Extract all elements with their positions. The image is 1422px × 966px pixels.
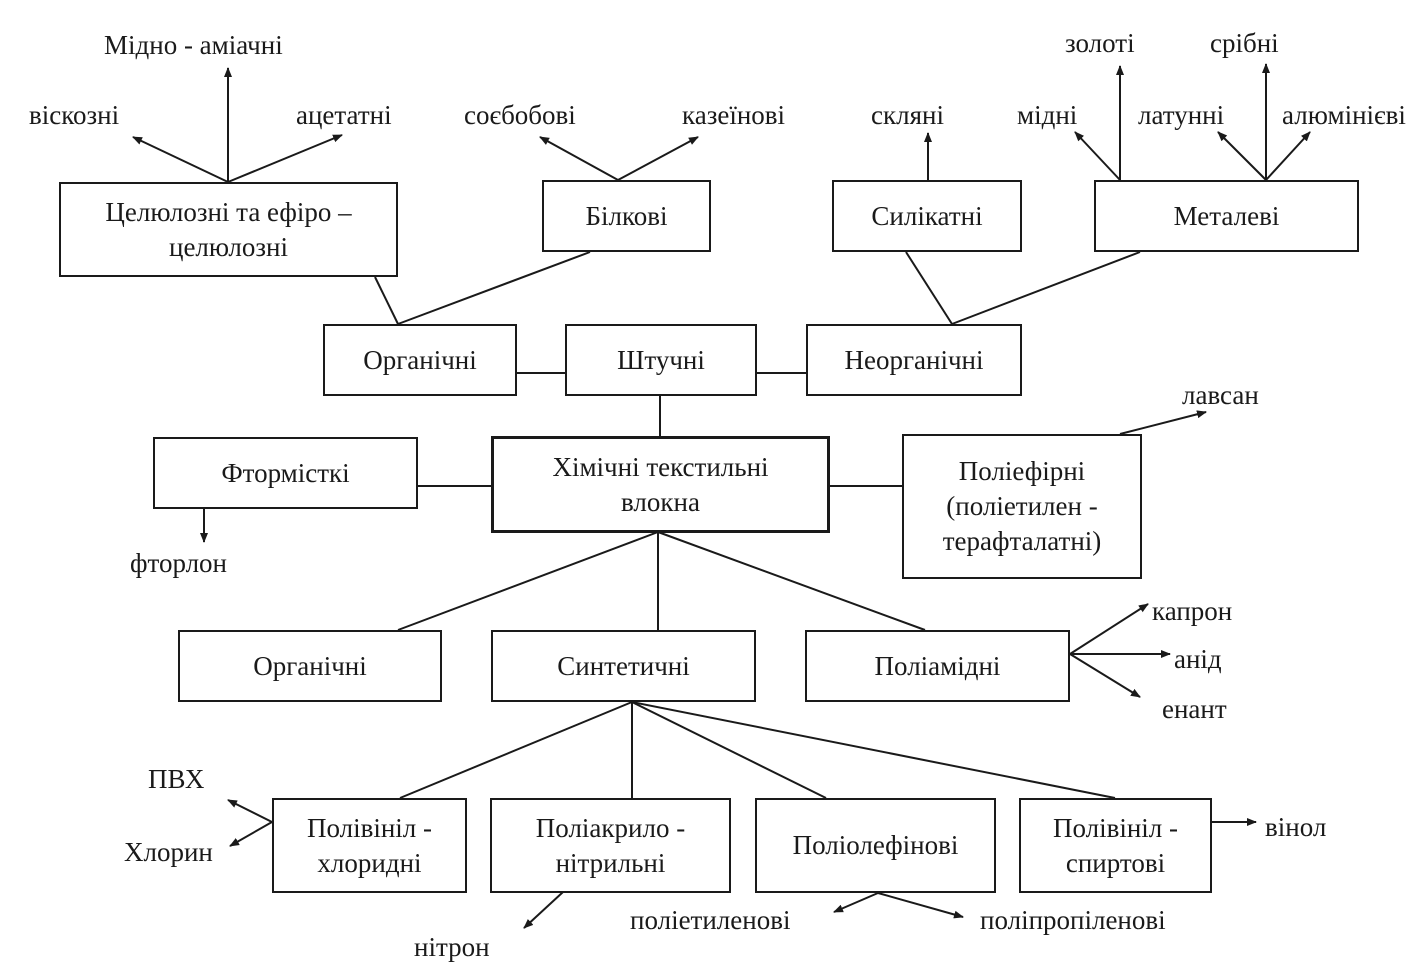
arrow xyxy=(833,892,879,913)
node-label: Полівініл - хлоридні xyxy=(306,812,433,878)
node-label: Целюлозні та ефіро – целюлозні xyxy=(105,196,352,262)
label-chlorin: Хлорин xyxy=(124,837,213,867)
arrow xyxy=(523,891,564,929)
label-enant: енант xyxy=(1162,694,1227,724)
label-vinol: вінол xyxy=(1265,812,1327,842)
label-polyethylene: поліетиленові xyxy=(630,905,791,935)
node-label: Металеві xyxy=(1173,200,1280,231)
label-polypropylene: поліпропіленові xyxy=(980,905,1166,935)
node-artificial: Штучні xyxy=(565,324,757,396)
label-viscose: віскозні xyxy=(29,100,120,130)
node-label: Органічні xyxy=(363,344,477,375)
node-synthetic: Синтетичні xyxy=(491,630,756,702)
label-pvh: ПВХ xyxy=(148,764,205,794)
label-gold: золоті xyxy=(1065,28,1135,58)
label-casein: казеїнові xyxy=(682,100,786,130)
label-aluminum: алюмінієві xyxy=(1282,100,1406,130)
connector-line xyxy=(399,701,633,799)
connector-line xyxy=(397,251,591,325)
node-pvc: Полівініл - хлоридні xyxy=(272,798,467,893)
node-label: Поліолефінові xyxy=(792,830,959,860)
connector-line xyxy=(631,701,1116,799)
node-polyolefin: Поліолефінові xyxy=(755,798,996,893)
node-label: Синтетичні xyxy=(557,650,690,681)
label-ftorlon: фторлон xyxy=(130,548,228,578)
node-chemical: Хімічні текстильні влокна xyxy=(491,436,830,533)
connector-line xyxy=(397,531,659,631)
node-label: Поліакрило - нітрильні xyxy=(535,812,686,878)
arrow xyxy=(1074,131,1121,181)
node-label: Полівініл - спиртові xyxy=(1052,812,1179,878)
label-silver: срібні xyxy=(1210,28,1279,58)
node-fluorine: Фтормісткі xyxy=(153,437,418,509)
connector-line xyxy=(631,701,827,799)
label-anid: анід xyxy=(1174,644,1222,674)
node-polyamide: Поліамідні xyxy=(805,630,1070,702)
node-label: Органічні xyxy=(253,650,367,681)
connector-line xyxy=(657,531,926,631)
connector-line xyxy=(951,251,1141,325)
node-label: Силікатні xyxy=(871,200,983,231)
arrow xyxy=(1069,653,1141,698)
arrow xyxy=(227,134,343,183)
node-silicate: Силікатні xyxy=(832,180,1022,252)
arrow xyxy=(227,799,273,823)
label-acetate: ацетатні xyxy=(296,100,392,130)
node-inorganic: Неорганічні xyxy=(806,324,1022,396)
node-label: Неорганічні xyxy=(844,344,984,375)
node-cellulose: Целюлозні та ефіро – целюлозні xyxy=(59,182,398,277)
node-organic-mid: Органічні xyxy=(178,630,442,702)
node-polyacryl: Поліакрило - нітрильні xyxy=(490,798,731,893)
arrow xyxy=(539,136,619,181)
node-metal: Металеві xyxy=(1094,180,1359,252)
label-kapron: капрон xyxy=(1152,596,1233,626)
arrow xyxy=(1265,131,1311,181)
node-label: Білкові xyxy=(585,200,668,231)
arrow xyxy=(1069,603,1149,655)
node-polyester: Поліефірні (поліетилен - терафталатні) xyxy=(902,434,1142,579)
node-label: Поліамідні xyxy=(874,650,1001,681)
arrow xyxy=(1217,131,1267,181)
node-organic-top: Органічні xyxy=(323,324,517,396)
connector-line xyxy=(905,251,953,325)
node-label: Поліефірні (поліетилен - терафталатні) xyxy=(942,456,1102,556)
node-label: Фтормісткі xyxy=(221,457,350,488)
label-copper-ammonia: Мідно - аміачні xyxy=(104,30,283,60)
node-protein: Білкові xyxy=(542,180,711,252)
label-nitron: нітрон xyxy=(414,932,490,962)
label-copper: мідні xyxy=(1017,100,1078,130)
label-brass: латунні xyxy=(1138,100,1225,130)
node-label: Хімічні текстильні влокна xyxy=(552,451,769,517)
node-polyvinyl-alcohol: Полівініл - спиртові xyxy=(1019,798,1212,893)
label-glass: скляні xyxy=(871,100,944,130)
arrow xyxy=(617,136,699,181)
arrow xyxy=(877,892,964,919)
arrow xyxy=(132,136,229,183)
arrow xyxy=(1119,410,1207,435)
arrow xyxy=(229,821,273,847)
node-label: Штучні xyxy=(617,344,705,375)
label-soy: соєбобові xyxy=(464,100,576,130)
label-lavsan: лавсан xyxy=(1182,380,1259,410)
connector-line xyxy=(374,276,399,325)
